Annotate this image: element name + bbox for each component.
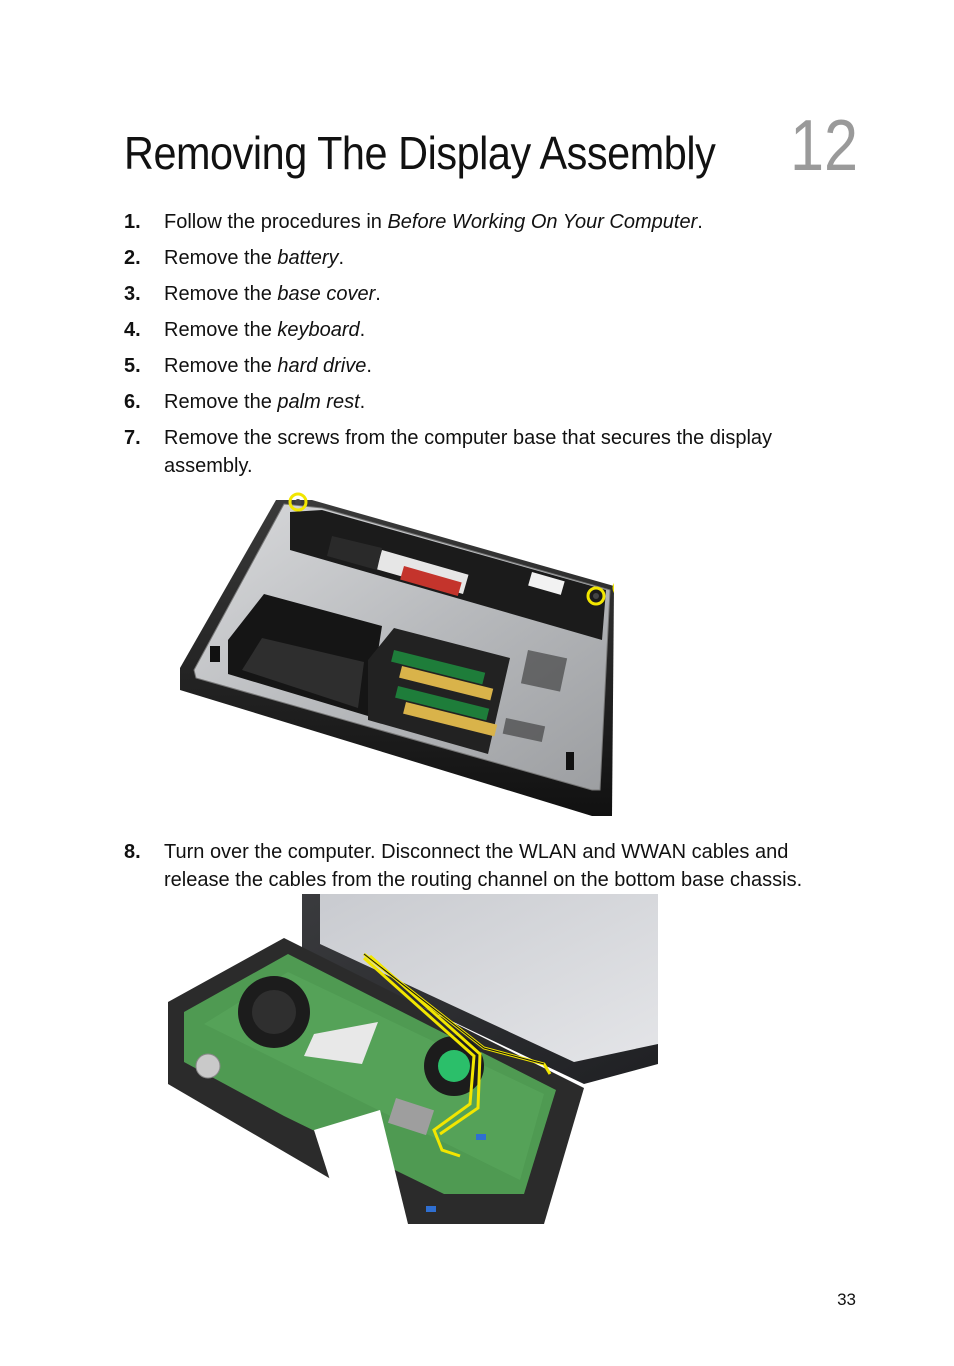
step-link-hard-drive[interactable]: hard drive <box>277 355 367 377</box>
step-link-before-working[interactable]: Before Working On Your Computer <box>387 211 698 233</box>
step-item: 7. Remove the screws from the computer b… <box>124 424 844 480</box>
page-title: Removing The Display Assembly <box>124 127 716 179</box>
step-text: Remove the <box>164 247 278 269</box>
step-item: 2. Remove the battery. <box>124 244 844 272</box>
step-punct: . <box>697 211 703 233</box>
step-text: Remove the <box>164 355 278 377</box>
step-punct: . <box>366 355 372 377</box>
step-text: Remove the <box>164 283 278 305</box>
step-punct: . <box>359 319 366 341</box>
step-number: 1. <box>124 211 141 233</box>
laptop-base-illustration <box>180 492 632 816</box>
step-number: 6. <box>124 391 141 413</box>
step-punct: . <box>375 283 381 305</box>
step-number: 8. <box>124 841 141 863</box>
step-text: Remove the <box>164 391 278 413</box>
cable-routing-figure <box>164 894 658 1224</box>
step-number: 7. <box>124 427 141 449</box>
step-item: 6. Remove the palm rest. <box>124 388 844 416</box>
step-punct: . <box>338 247 345 269</box>
step-number: 3. <box>124 283 141 305</box>
step-link-palm-rest[interactable]: palm rest <box>277 391 360 413</box>
step-text: Remove the <box>164 319 278 341</box>
base-screws-figure <box>172 490 632 816</box>
system-board-illustration <box>164 894 658 1224</box>
step-item: 3. Remove the base cover. <box>124 280 844 308</box>
procedure-steps: 1. Follow the procedures in Before Worki… <box>124 208 844 902</box>
step-item: 8. Turn over the computer. Disconnect th… <box>124 838 844 894</box>
step-number: 4. <box>124 319 141 341</box>
step-link-keyboard[interactable]: keyboard <box>277 319 360 341</box>
step-number: 2. <box>124 247 141 269</box>
step-text: Follow the procedures in <box>164 211 388 233</box>
step-item: 1. Follow the procedures in Before Worki… <box>124 208 844 236</box>
page-number: 33 <box>837 1290 856 1309</box>
step-link-battery[interactable]: battery <box>277 247 339 269</box>
step-item: 5. Remove the hard drive. <box>124 352 844 380</box>
step-link-base-cover[interactable]: base cover <box>277 283 376 305</box>
step-number: 5. <box>124 355 141 377</box>
step-item: 4. Remove the keyboard. <box>124 316 844 344</box>
step-text: Turn over the computer. Disconnect the W… <box>164 841 803 891</box>
step-punct: . <box>359 391 366 413</box>
step-text: Remove the screws from the computer base… <box>164 427 773 477</box>
chapter-number: 12 <box>789 106 858 186</box>
chapter-header: Removing The Display Assembly 12 <box>124 108 860 188</box>
